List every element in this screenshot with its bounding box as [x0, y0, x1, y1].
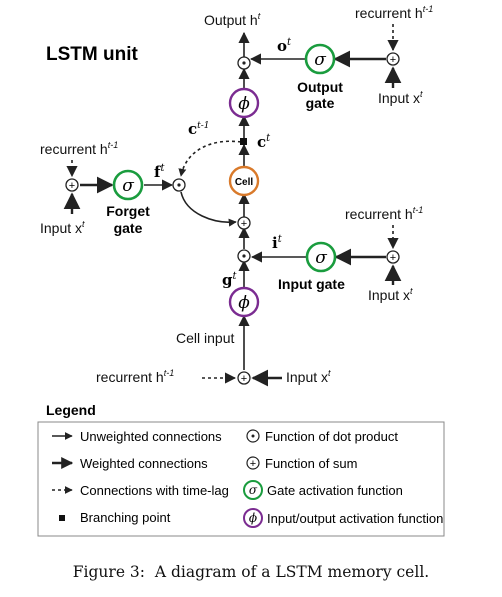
legend-branching: Branching point: [80, 510, 171, 525]
legend-io-activation: Input/output activation function: [267, 511, 443, 526]
plus-icon: +: [69, 180, 75, 192]
plus-icon: +: [250, 458, 256, 470]
figure-caption: Figure 3: A diagram of a LSTM memory cel…: [73, 563, 429, 581]
diagram-title: LSTM unit: [46, 44, 138, 65]
legend-sigma-node: [243, 480, 263, 500]
legend-sum: Function of sum: [265, 456, 358, 471]
output-gate-label-2: gate: [306, 95, 335, 111]
cell-sum-node: [237, 216, 251, 230]
c-prev-label: ct-1: [188, 120, 210, 138]
legend-box: [37, 421, 445, 537]
legend-sum-node: [246, 456, 260, 470]
input-gate-label: Input gate: [278, 276, 345, 292]
output-phi-node: [228, 87, 260, 119]
input-recurrent-label: recurrent ht-1: [345, 205, 423, 222]
input-sigma-node: [305, 241, 337, 273]
forget-sum-node: [65, 178, 79, 192]
cellin-recurrent-label: recurrent ht-1: [96, 368, 174, 385]
output-recurrent-label: recurrent ht-1: [355, 4, 433, 21]
dot-product-icon: [242, 61, 246, 65]
forget-gate-label-2: gate: [114, 220, 143, 236]
plus-icon: +: [241, 218, 247, 230]
plus-icon: +: [390, 252, 396, 264]
legend-dot-product: Function of dot product: [265, 429, 398, 444]
legend-title: Legend: [46, 402, 96, 418]
plus-icon: +: [241, 373, 247, 385]
output-sum-node: [386, 52, 400, 66]
cell-input-label: Cell input: [176, 330, 234, 346]
legend-weighted: Weighted connections: [80, 456, 208, 471]
sigma-icon: σ: [249, 483, 258, 497]
forget-gate-label-1: Forget: [106, 203, 150, 219]
c-label: ct: [257, 133, 271, 151]
sigma-icon: σ: [122, 176, 134, 196]
phi-icon: ϕ: [238, 293, 250, 313]
cellin-input-label: Input xt: [286, 368, 331, 385]
dot-product-icon: [177, 183, 181, 187]
output-input-label: Input xt: [378, 89, 423, 106]
legend-branch-icon: [59, 515, 65, 521]
sigma-icon: σ: [315, 248, 327, 268]
output-gate-label-1: Output: [297, 79, 343, 95]
i-label: it: [272, 234, 283, 252]
f-label: ft: [154, 163, 165, 181]
forget-sigma-node: [112, 169, 144, 201]
line-cprev-lag: [178, 140, 242, 177]
input-input-label: Input xt: [368, 286, 413, 303]
legend-gate-activation: Gate activation function: [267, 483, 403, 498]
forget-recurrent-label: recurrent ht-1: [40, 140, 118, 157]
line-fdot-to-sum: [180, 191, 237, 227]
output-sigma-node: [304, 43, 336, 75]
legend-phi-node: [243, 508, 263, 528]
cell-label: Cell: [235, 177, 254, 188]
sigma-icon: σ: [314, 50, 326, 70]
cellin-sum-node: [237, 371, 251, 385]
dot-product-icon: [251, 434, 255, 438]
input-sum-node: [386, 250, 400, 264]
cell-node: [228, 165, 260, 197]
phi-icon: ϕ: [249, 511, 257, 525]
plus-icon: +: [390, 54, 396, 66]
output-h-label: Output ht: [204, 11, 261, 28]
branching-point: [240, 138, 247, 145]
o-label: ot: [277, 37, 292, 55]
g-label: gt: [222, 271, 238, 289]
phi-icon: ϕ: [238, 94, 250, 114]
legend-timelag: Connections with time-lag: [80, 483, 229, 498]
dot-product-icon: [242, 254, 246, 258]
forget-input-label: Input xt: [40, 219, 85, 236]
legend-unweighted: Unweighted connections: [80, 429, 222, 444]
input-phi-node: [228, 286, 260, 318]
